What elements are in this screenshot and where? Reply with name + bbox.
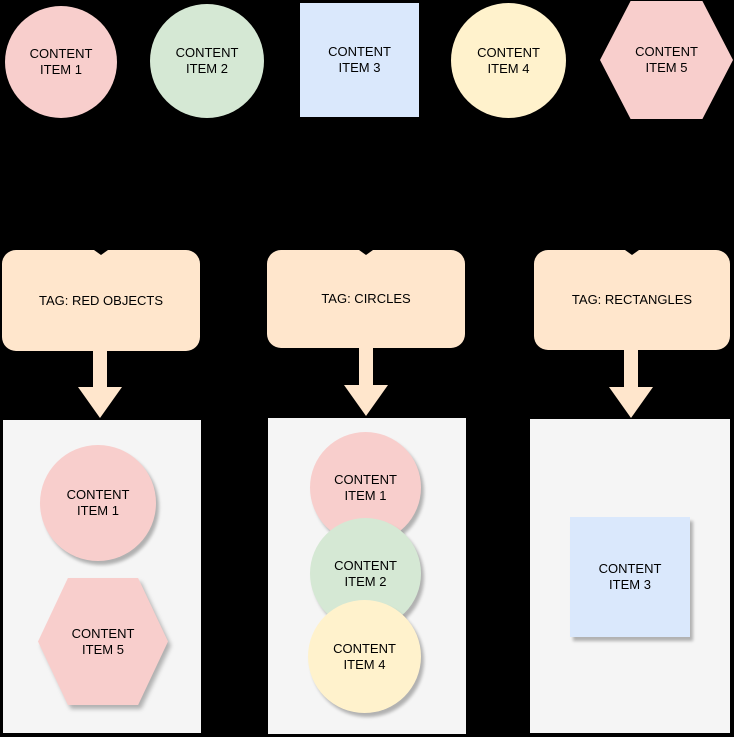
bucket-circles: CONTENT ITEM 1 CONTENT ITEM 2 CONTENT IT…	[268, 418, 466, 734]
tag-red-objects: TAG: RED OBJECTS	[2, 250, 200, 351]
content-item-5-label: CONTENT ITEM 5	[635, 44, 698, 75]
matched-content-item-3-label: CONTENT ITEM 3	[598, 561, 662, 592]
content-item-5: CONTENT ITEM 5	[600, 1, 733, 119]
connector-arrowhead-icon	[359, 250, 373, 255]
matched-content-item-1-label: CONTENT ITEM 1	[66, 487, 130, 518]
content-item-1: CONTENT ITEM 1	[5, 6, 117, 118]
matched-content-item-5-hexagon: CONTENT ITEM 5	[38, 578, 168, 705]
tag-red-objects-label: TAG: RED OBJECTS	[39, 292, 163, 308]
matched-content-item-5-label: CONTENT ITEM 5	[71, 625, 135, 657]
content-item-3-label: CONTENT ITEM 3	[328, 44, 391, 75]
content-item-2: CONTENT ITEM 2	[150, 4, 264, 118]
matched-content-item-1: CONTENT ITEM 1	[40, 445, 156, 561]
tag-circles-label: TAG: CIRCLES	[321, 291, 411, 306]
content-item-4-label: CONTENT ITEM 4	[477, 44, 540, 76]
down-arrow-icon	[78, 350, 122, 418]
down-arrow-icon	[344, 348, 388, 416]
bucket-rectangles: CONTENT ITEM 3	[530, 419, 730, 733]
content-item-5-hexagon: CONTENT ITEM 5	[600, 1, 733, 119]
matched-content-item-1-label: CONTENT ITEM 1	[334, 471, 397, 503]
content-item-4: CONTENT ITEM 4	[451, 3, 566, 118]
content-item-3: CONTENT ITEM 3	[300, 3, 419, 117]
content-item-1-label: CONTENT ITEM 1	[29, 46, 93, 77]
matched-content-item-2: CONTENT ITEM 2	[310, 518, 421, 629]
matched-content-item-4: CONTENT ITEM 4	[308, 600, 421, 713]
matched-content-item-4-label: CONTENT ITEM 4	[333, 640, 396, 672]
connector-arrowhead-icon	[94, 250, 108, 255]
tag-circles: TAG: CIRCLES	[267, 250, 465, 348]
content-item-2-label: CONTENT ITEM 2	[175, 45, 239, 76]
matched-content-item-3: CONTENT ITEM 3	[570, 517, 690, 637]
down-arrow-icon	[609, 350, 653, 418]
tag-rectangles: TAG: RECTANGLES	[534, 250, 730, 350]
matched-content-item-2-label: CONTENT ITEM 2	[334, 557, 397, 589]
matched-content-item-5: CONTENT ITEM 5	[38, 578, 168, 705]
tag-rectangles-label: TAG: RECTANGLES	[571, 292, 693, 307]
bucket-red-objects: CONTENT ITEM 1 CONTENT ITEM 5	[3, 420, 201, 733]
connector-arrowhead-icon	[625, 250, 639, 255]
